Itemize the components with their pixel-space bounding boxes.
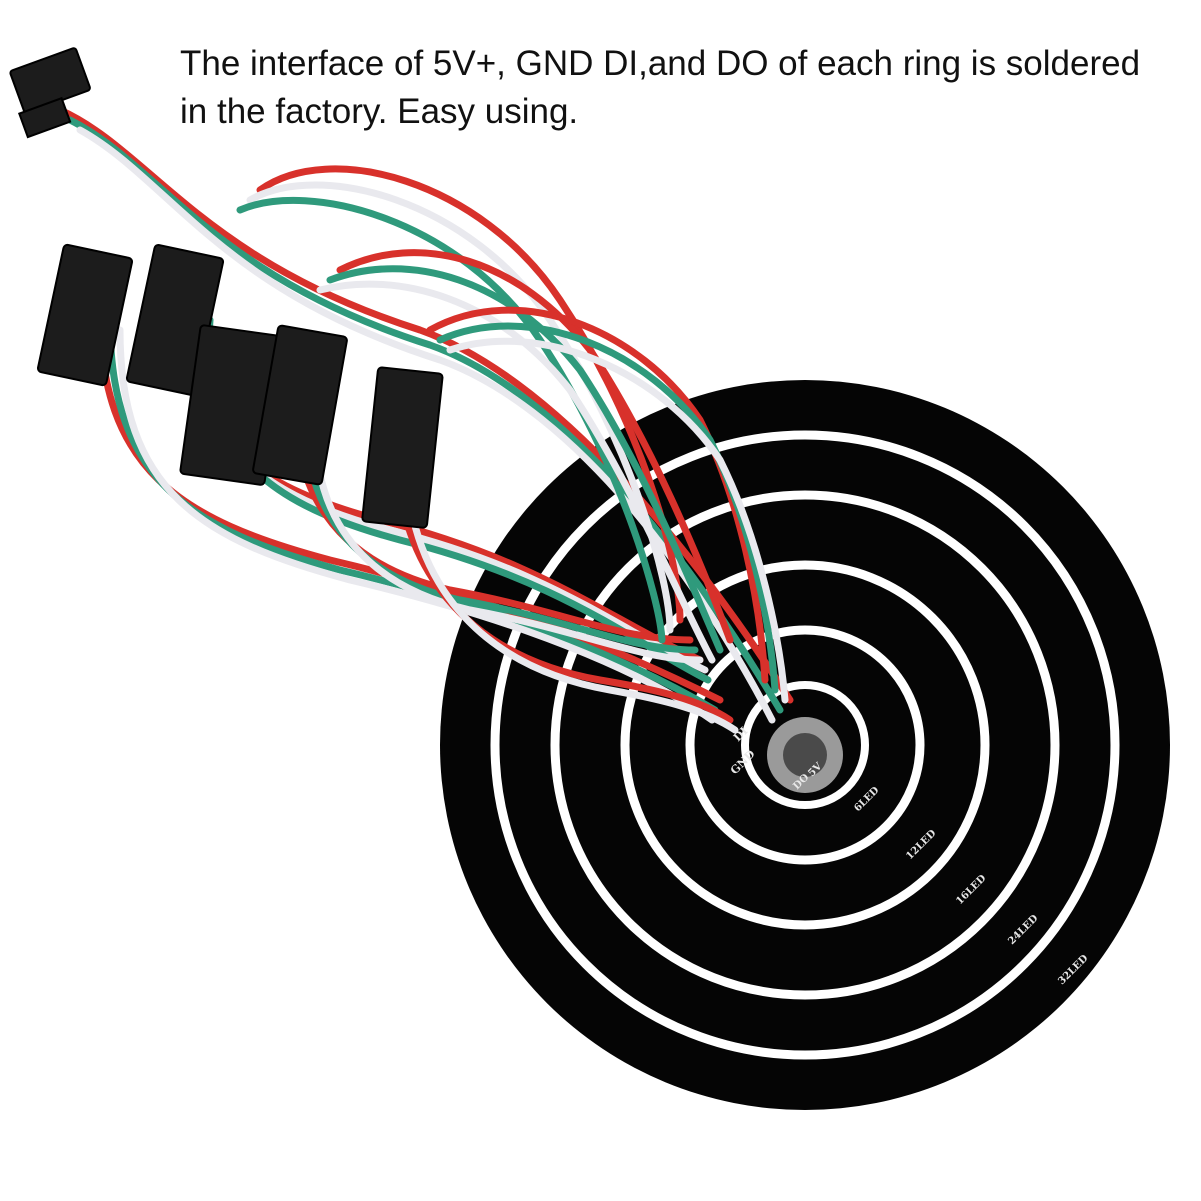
caption: The interface of 5V+, GND DI,and DO of e… [180,40,1180,136]
connector-5 [361,366,444,529]
connectors [9,47,444,529]
connector-top [9,47,91,139]
caption-line-1: The interface of 5V+, GND DI,and DO of e… [180,44,1141,83]
connector-1 [36,243,134,387]
connector-4 [252,324,348,486]
led-ring-board [440,380,1170,1110]
caption-line-2: in the factory. Easy using. [180,92,579,131]
